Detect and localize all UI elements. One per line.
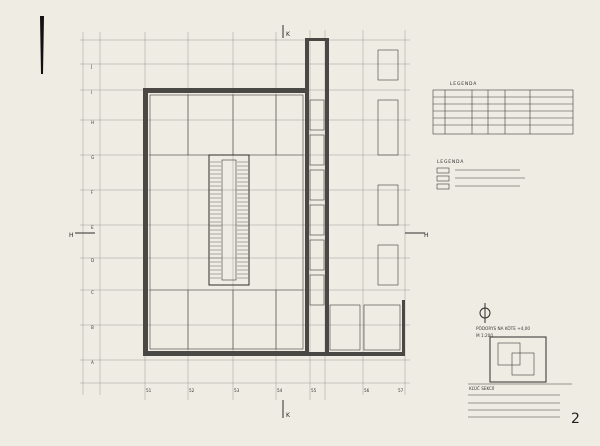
row-axis-labels: J I H G F E D C B A [90, 64, 94, 365]
row-label: I [91, 90, 92, 95]
column-label: 57 [398, 388, 404, 393]
building-walls [143, 38, 405, 356]
row-label: B [91, 325, 94, 330]
row-label: H [91, 120, 94, 125]
legend-title: LEGENDA [450, 82, 478, 87]
legend-title: LEGENDA [437, 160, 465, 165]
column-label: 55 [311, 388, 317, 393]
key-plan [489, 336, 547, 383]
north-arrow-icon [479, 303, 491, 323]
registration-mark [40, 16, 44, 74]
external-stairs [377, 49, 399, 286]
column-label: 56 [364, 388, 370, 393]
row-label: J [90, 64, 92, 69]
column-axis-labels: 51 52 53 54 55 56 57 [146, 388, 404, 393]
material-legend [436, 167, 525, 190]
section-marker-bottom: K [286, 412, 291, 419]
column-label: 52 [189, 388, 195, 393]
page-number: 2 [571, 411, 580, 427]
row-label: A [91, 360, 94, 365]
legend-table [432, 89, 574, 135]
section-marker-top: K [286, 31, 291, 38]
core-rooms [309, 99, 401, 351]
row-label: G [91, 155, 94, 160]
column-label: 53 [234, 388, 240, 393]
row-label: C [91, 290, 94, 295]
title-block [468, 383, 572, 418]
row-label: F [91, 190, 94, 195]
section-markers: H H K K [69, 25, 429, 419]
central-staircase [208, 154, 250, 286]
interior-partitions [149, 94, 304, 350]
section-marker-right: H [424, 232, 429, 239]
column-label: 54 [277, 388, 283, 393]
key-plan-label: KĽÚČ SEKCIÍ [469, 386, 495, 391]
row-label: E [91, 225, 94, 230]
section-marker-left: H [69, 232, 74, 239]
row-label: D [91, 258, 94, 263]
sheet-title: PÔDORYS NA KÓTE +4,00 [476, 326, 530, 331]
sheet-scale: M 1:200 [476, 333, 493, 338]
structural-grid [80, 30, 410, 400]
column-label: 51 [146, 388, 152, 393]
